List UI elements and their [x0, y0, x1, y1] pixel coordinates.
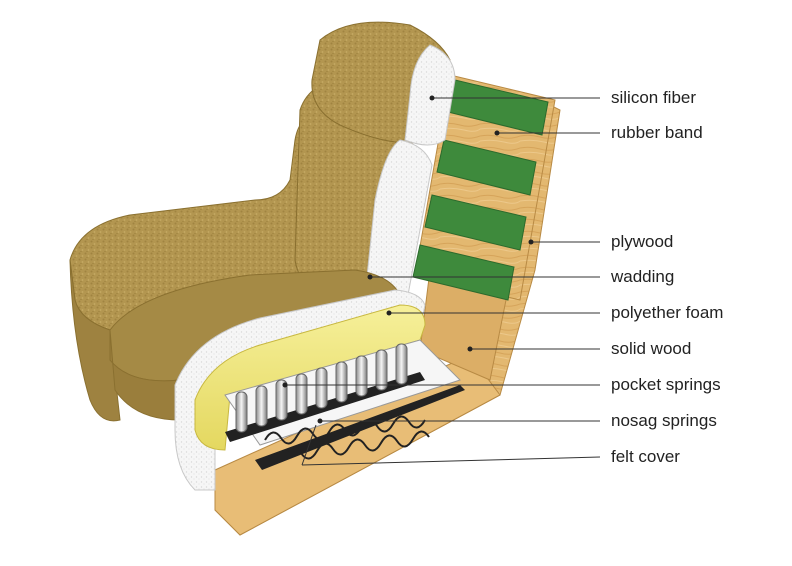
label-polyether-foam: polyether foam — [611, 303, 724, 322]
back-wadding — [364, 44, 456, 298]
label-felt-cover: felt cover — [611, 447, 680, 466]
polyether-foam — [194, 304, 426, 451]
pocket-springs — [235, 343, 408, 433]
leader-lines — [285, 97, 601, 466]
label-wadding: wadding — [611, 267, 675, 286]
label-rubber-band: rubber band — [611, 123, 703, 142]
label-solid-wood: solid wood — [611, 339, 692, 358]
label-silicon-fiber: silicon fiber — [611, 88, 697, 107]
label-nosag-springs: nosag springs — [611, 411, 717, 430]
label-plywood: plywood — [611, 232, 674, 251]
nosag-springs — [264, 415, 430, 460]
leader-dots — [282, 95, 534, 424]
label-pocket-springs: pocket springs — [611, 375, 721, 394]
